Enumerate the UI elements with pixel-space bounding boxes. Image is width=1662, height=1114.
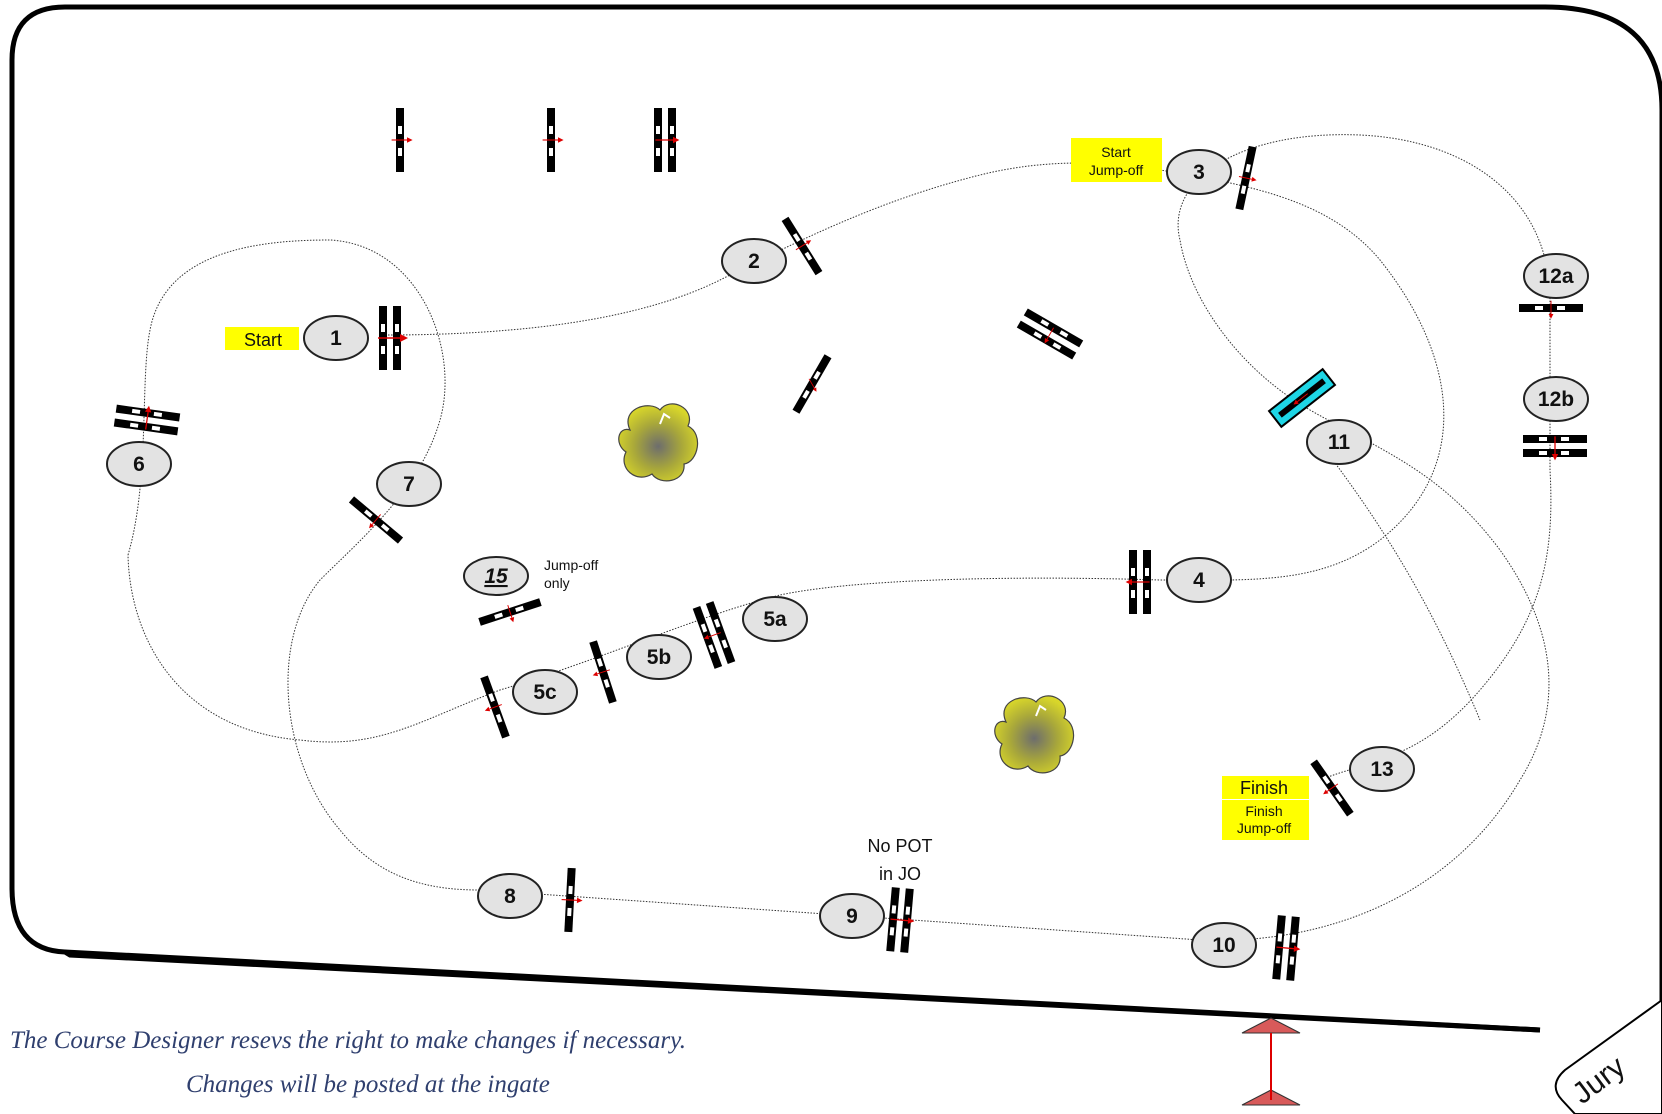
jump-13 bbox=[1310, 759, 1354, 817]
jump-1 bbox=[377, 306, 409, 370]
svg-text:13: 13 bbox=[1370, 758, 1393, 781]
svg-text:5c: 5c bbox=[533, 681, 557, 704]
obstacle-number-3: 3 bbox=[1166, 149, 1232, 195]
svg-text:7: 7 bbox=[403, 473, 415, 496]
arena-boundary bbox=[9, 4, 1662, 1114]
jump-12b bbox=[1523, 435, 1587, 462]
svg-text:Start: Start bbox=[244, 330, 282, 350]
svg-text:in JO: in JO bbox=[879, 864, 921, 884]
obstacle-number-10: 10 bbox=[1191, 922, 1257, 968]
svg-text:Jump-off: Jump-off bbox=[544, 557, 598, 573]
jump-5c bbox=[480, 675, 510, 739]
jump-12a bbox=[1519, 300, 1583, 320]
svg-text:Finish: Finish bbox=[1245, 803, 1282, 819]
svg-text:No POT: No POT bbox=[867, 836, 932, 856]
svg-text:only: only bbox=[544, 575, 570, 591]
svg-text:The Course Designer resevs the: The Course Designer resevs the right to … bbox=[10, 1027, 686, 1054]
obstacle-number-12a: 12a bbox=[1523, 253, 1589, 299]
obstacle-number-13: 13 bbox=[1349, 746, 1415, 792]
jump-8 bbox=[560, 867, 584, 933]
jump-5b bbox=[589, 640, 617, 704]
svg-text:10: 10 bbox=[1212, 934, 1235, 957]
finish-label: Finish bbox=[1222, 776, 1309, 799]
obstacle-number-12b: 12b bbox=[1523, 376, 1589, 422]
arena-bottom-edge bbox=[64, 949, 1541, 1033]
jump-15 bbox=[478, 598, 542, 626]
svg-text:6: 6 bbox=[133, 453, 145, 476]
jump-6 bbox=[113, 404, 181, 436]
svg-text:9: 9 bbox=[846, 905, 858, 928]
jury-box: Jury bbox=[1554, 998, 1662, 1114]
practice-jump-2 bbox=[542, 108, 565, 172]
course-track bbox=[127, 134, 1552, 941]
svg-text:5a: 5a bbox=[763, 608, 787, 631]
svg-text:8: 8 bbox=[504, 885, 516, 908]
jump-extra-vertical bbox=[792, 354, 832, 414]
jump-extra-oxer bbox=[1016, 308, 1084, 360]
svg-text:11: 11 bbox=[1328, 431, 1351, 454]
obstacle-number-1: 1 bbox=[303, 315, 369, 361]
svg-text:3: 3 bbox=[1193, 161, 1205, 184]
jump-4 bbox=[1124, 550, 1151, 614]
obstacle-number-4: 4 bbox=[1166, 557, 1232, 603]
obstacle-number-5a: 5a bbox=[742, 596, 808, 642]
jump-11-water bbox=[1267, 367, 1337, 429]
svg-text:5b: 5b bbox=[647, 646, 672, 669]
practice-jump-1 bbox=[391, 108, 414, 172]
obstacle-number-7: 7 bbox=[376, 461, 442, 507]
svg-text:Finish: Finish bbox=[1240, 778, 1288, 798]
svg-text:2: 2 bbox=[748, 250, 760, 273]
jump-3 bbox=[1235, 145, 1258, 211]
obstacle-number-15: 15 bbox=[463, 556, 529, 596]
tree-decoration-2 bbox=[994, 695, 1075, 774]
svg-text:12b: 12b bbox=[1538, 388, 1574, 411]
obstacle-number-9: 9 bbox=[819, 893, 885, 939]
svg-text:4: 4 bbox=[1193, 569, 1205, 592]
svg-text:12a: 12a bbox=[1538, 265, 1573, 288]
obstacle-number-2: 2 bbox=[721, 238, 787, 284]
start-jump-off-label: Start Jump-off bbox=[1071, 138, 1162, 182]
svg-text:Start: Start bbox=[1101, 144, 1131, 160]
tree-decoration-1 bbox=[618, 403, 699, 482]
svg-text:15: 15 bbox=[484, 565, 508, 588]
jump-off-only-label: Jump-off only bbox=[544, 557, 598, 591]
practice-jump-oxer bbox=[654, 108, 681, 172]
obstacle-number-5c: 5c bbox=[512, 669, 578, 715]
jump-2 bbox=[781, 216, 823, 276]
svg-text:Jump-off: Jump-off bbox=[1237, 820, 1291, 836]
no-pot-label: No POT in JO bbox=[867, 836, 932, 884]
start-label: Start bbox=[225, 327, 299, 350]
arena-marker-icon bbox=[1241, 1017, 1301, 1106]
obstacle-number-6: 6 bbox=[106, 441, 172, 487]
jump-10 bbox=[1272, 915, 1302, 981]
designer-note: The Course Designer resevs the right to … bbox=[10, 1027, 686, 1098]
svg-text:Jump-off: Jump-off bbox=[1089, 162, 1143, 178]
jump-5a bbox=[692, 601, 736, 669]
finish-jump-off-label: Finish Jump-off bbox=[1222, 800, 1309, 840]
obstacle-number-5b: 5b bbox=[626, 634, 692, 680]
svg-text:Changes will be posted at the: Changes will be posted at the ingate bbox=[186, 1071, 550, 1098]
obstacle-number-11: 11 bbox=[1306, 419, 1372, 465]
jump-9 bbox=[886, 887, 916, 953]
obstacle-number-8: 8 bbox=[477, 873, 543, 919]
svg-text:1: 1 bbox=[330, 327, 342, 350]
